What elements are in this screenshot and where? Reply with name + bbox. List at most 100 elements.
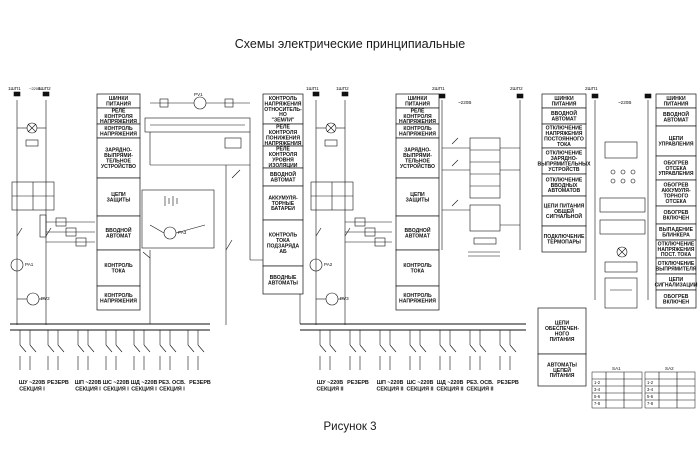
bus-label-1shp1-s3: 1ШП1 (306, 86, 319, 91)
block-s4-4-line-1: ВВОДНЫХ (551, 183, 578, 189)
block-s1-0-line-0: ШИНКИ (109, 96, 129, 102)
sa1-row-0: 1-2 (594, 380, 601, 385)
block-s2-4-line-2: БАТАРЕИ (271, 206, 295, 212)
block-s3-3-line-1: ВЫПРЯМИ- (403, 153, 432, 159)
block-s6-0-line-3: ПИТАНИЯ (550, 337, 575, 343)
feeder-s1-6-line-0: РЕЗЕРВ (189, 380, 211, 386)
page-title: Схемы электрические принципиальные (234, 37, 466, 51)
function-blocks: ШИНКИПИТАНИЯРЕЛЕКОНТРОЛЯНАПРЯЖЕНИЯКОНТРО… (96, 93, 698, 387)
block-s2-4-line-0: АККУМУЛЯ- (268, 195, 298, 201)
feeder-s1-5-line-0: РЕЗ. ОСВ. (158, 380, 186, 386)
block-s5-4-line-0: ОБОГРЕВ (664, 183, 689, 189)
block-s2-1-line-0: РЕЛЕ (276, 125, 290, 131)
block-s1-5-line-0: ВВОДНОЙ (105, 226, 131, 234)
feeder-s2-3-line-0: ШС ~220В (407, 380, 434, 386)
block-s2-0-line-4: "ЗЕМЛИ" (272, 118, 295, 124)
block-s1-3-line-3: УСТРОЙСТВО (101, 162, 136, 170)
feeder-s1-0-line-0: ШУ ~220В (19, 380, 45, 386)
block-s2-3-line-1: АВТОМАТ (271, 178, 297, 184)
block-s2-6-line-0: ВВОДНЫЕ (270, 275, 297, 281)
block-s3-5-line-1: АВТОМАТ (405, 234, 431, 240)
block-s6-1-line-1: ЦЕПЕЙ (553, 366, 571, 374)
feeder-s2-6-line-0: РЕЗЕРВ (497, 380, 519, 386)
feeder-s2-5-line-1: СЕКЦИЯ II (467, 387, 494, 393)
block-s4-3: ОТКЛЮЧЕНИЕЗАРЯДНО-ВЫПРЯМИТЕЛЬНЫХУСТРОЙСТ… (538, 147, 591, 175)
wiring-section-3 (250, 91, 526, 370)
block-s3-2-line-0: КОНТРОЛЬ (403, 126, 432, 132)
block-s5-5-line-1: ВКЛЮЧЕН (663, 216, 690, 222)
sa2-row-1: 3-4 (647, 387, 654, 392)
block-s3-1-line-1: КОНТРОЛЯ (403, 114, 432, 120)
wiring-section-1 (10, 91, 210, 370)
block-s3-7-line-0: КОНТРОЛЬ (403, 293, 432, 299)
block-s5-5-line-0: ОБОГРЕВ (664, 210, 689, 216)
bus-label-220v-3: ~220В (618, 100, 631, 105)
block-s1-4-line-1: ЗАЩИТЫ (107, 198, 131, 204)
block-s1-7-line-1: НАПРЯЖЕНИЯ (100, 299, 137, 305)
block-s5-1-line-1: АВТОМАТ (664, 118, 690, 124)
block-s6-0-line-0: ЦЕПИ (555, 321, 570, 327)
block-s4-3-line-1: ЗАРЯДНО- (551, 156, 578, 162)
block-s2-3-line-0: ВВОДНОЙ (270, 170, 296, 178)
block-s5-2-line-0: ЦЕПИ (669, 136, 684, 142)
block-s2-1-line-1: КОНТРОЛЯ (269, 130, 298, 136)
feeder-breakers-2 (319, 330, 517, 370)
block-s3-4-line-0: ЦЕПИ (410, 192, 425, 198)
block-s3-6-line-0: КОНТРОЛЬ (403, 263, 432, 269)
block-s5-2-line-1: УПРАВЛЕНИЯ (659, 142, 694, 148)
block-s3-0-line-1: ПИТАНИЯ (405, 102, 430, 108)
wiring-section-2 (141, 96, 251, 325)
feeder-s2-3-line-1: СЕКЦИЯ II (407, 387, 434, 393)
block-s5-7-line-1: НАПРЯЖЕНИЯ (658, 247, 695, 253)
block-s5-3-line-0: ОБОГРЕВ (664, 160, 689, 166)
block-s2-5-line-3: АБ (279, 249, 287, 255)
feeder-s2-4-line-0: ШД ~220В (437, 380, 464, 386)
block-s2-0-line-1: НАПРЯЖЕНИЯ (265, 101, 302, 107)
block-s3-4-line-1: ЗАЩИТЫ (406, 198, 430, 204)
block-s4-6-line-0: ПОДКЛЮЧЕНИЕ (544, 234, 585, 240)
block-s6-0-line-2: НОГО (555, 332, 569, 338)
bus-label-1shp2-s3: 1ШП2 (336, 86, 349, 91)
feeder-s1-3-line-1: СЕКЦИЯ I (103, 387, 129, 393)
figure-caption: Рисунок 3 (323, 421, 377, 433)
block-s5-10-line-1: ВКЛЮЧЕН (663, 300, 690, 306)
block-s6-1-line-2: ПИТАНИЯ (550, 373, 575, 379)
block-s4-4-line-2: АВТОМАТОВ (548, 188, 581, 194)
meter-pv1-label: PV1 (194, 92, 203, 97)
block-s5-8-line-1: ВЫПРЯМИТЕЛЯ (656, 267, 697, 273)
block-s4-5-line-0: ЦЕПИ ПИТАНИЯ (544, 203, 585, 209)
bus-label-220v-2: ~220В (458, 100, 471, 105)
block-s3-0-line-0: ШИНКИ (408, 96, 428, 102)
block-s4-2-line-1: НАПРЯЖЕНИЯ (546, 131, 583, 137)
feeder-s1-3-line-0: ШС ~220В (103, 380, 130, 386)
block-s4-6-line-1: ТЕРМОПАРЫ (547, 240, 581, 246)
feeder-s1-2-line-0: ШП ~220В (75, 380, 102, 386)
sa2-row-0: 1-2 (647, 380, 654, 385)
block-s3-6-line-1: ТОКА (411, 269, 425, 275)
block-s3-1-line-2: НАПРЯЖЕНИЯ (399, 119, 436, 125)
sa2-row-3: 7-8 (647, 401, 654, 406)
block-s3-5-line-0: ВВОДНОЙ (404, 226, 430, 234)
block-s2-5-line-2: ПОДЗАРЯДА (267, 244, 300, 250)
